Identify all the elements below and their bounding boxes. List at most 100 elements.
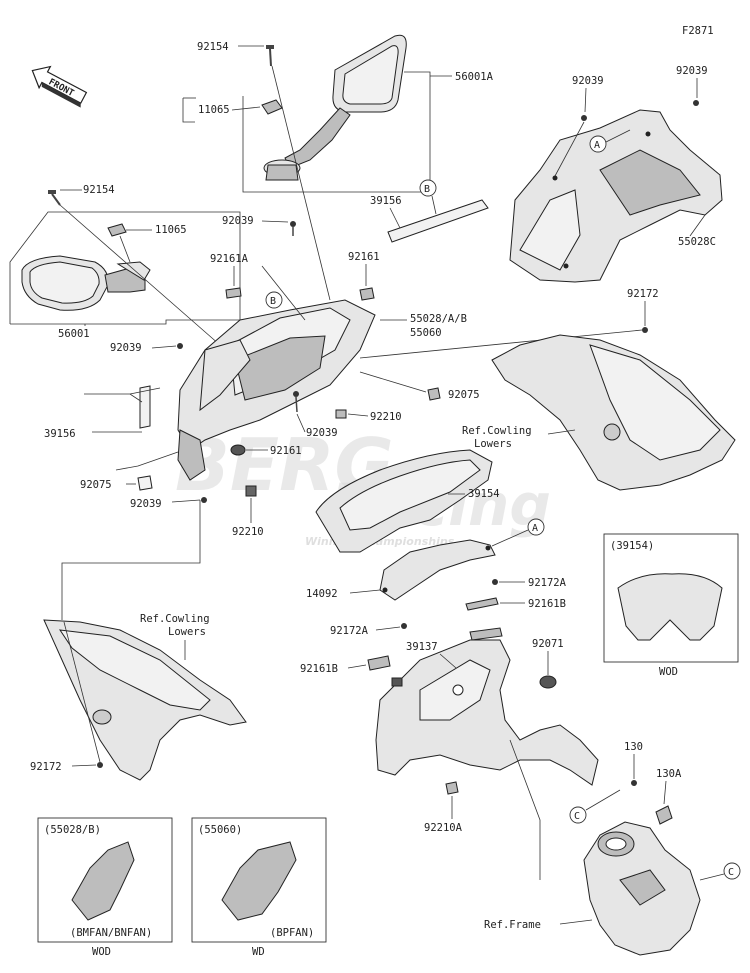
- label-39137: 39137: [406, 641, 438, 653]
- bolt-92039-tr2: [693, 100, 699, 106]
- bolt-92039-tr1: [581, 115, 587, 121]
- label-92172-right: 92172: [627, 288, 659, 300]
- nut-92210A: [445, 781, 459, 795]
- damper-92161-center: [230, 444, 246, 456]
- label-92039-mid: 92039: [222, 215, 254, 227]
- svg-text:B: B: [270, 296, 276, 307]
- label-11065-left: 11065: [155, 224, 187, 236]
- label-92172A-left: 92172A: [330, 625, 369, 637]
- label-92161B-left: 92161B: [300, 663, 338, 675]
- inset-windshield-shape: [617, 573, 723, 641]
- tape-39156-top: [387, 199, 489, 243]
- label-92161-top: 92161: [348, 251, 380, 263]
- ref-frame: [583, 821, 701, 956]
- bolt-92039-lower: [201, 497, 207, 503]
- label-130A: 130A: [656, 768, 682, 780]
- svg-text:A: A: [532, 523, 538, 534]
- label-56001: 56001: [58, 328, 90, 340]
- label-92039-center: 92039: [306, 427, 338, 439]
- label-92039-lower: 92039: [130, 498, 162, 510]
- inset-55060-shape: [221, 841, 297, 921]
- callout-A-top: [589, 135, 607, 153]
- nut-92075-left: [137, 475, 153, 491]
- grommet-11065-left: [107, 223, 127, 237]
- windshield-39154: [315, 449, 493, 553]
- front-arrow-icon: FRONT: [31, 65, 88, 108]
- label-92161A: 92161A: [210, 253, 249, 265]
- label-92210-mid: 92210: [370, 411, 402, 423]
- inset-55028B-title: (55028/B): [44, 824, 101, 836]
- bolt-130A: [655, 805, 673, 825]
- damper-92161-top: [359, 287, 375, 301]
- label-92154-top: 92154: [197, 41, 229, 53]
- label-39156-top: 39156: [370, 195, 402, 207]
- svg-text:B: B: [424, 184, 430, 195]
- label-92161B-right: 92161B: [528, 598, 566, 610]
- nut-92075-right: [427, 387, 441, 401]
- damper-92161B-left: [367, 655, 391, 671]
- tape-39156-left: [139, 385, 151, 429]
- bolt-92172-bottom: [97, 762, 103, 768]
- label-92172-bottom: 92172: [30, 761, 62, 773]
- bracket-14092: [379, 539, 496, 601]
- diagram-code: F2871: [682, 25, 714, 37]
- callout-C-mid: [569, 806, 587, 824]
- inset-55060-variant: (BPFAN): [270, 927, 314, 939]
- inset-39154-title: (39154): [610, 540, 654, 552]
- inset-55028B-shape: [71, 841, 135, 921]
- label-55028AB: 55028/A/B: [410, 313, 467, 325]
- bracket-55028C: [509, 109, 723, 283]
- label-39154: 39154: [468, 488, 500, 500]
- label-92172A-right: 92172A: [528, 577, 567, 589]
- inset-39154-note: WOD: [659, 666, 678, 678]
- label-130: 130: [624, 741, 643, 753]
- bolt-92172A-right: [492, 579, 498, 585]
- inset-55060-note: WD: [252, 946, 265, 958]
- bolt-130: [631, 780, 637, 786]
- bolt-92039-mid: [290, 221, 296, 227]
- label-92154-left: 92154: [83, 184, 115, 196]
- upper-cowl-assembly: [177, 290, 376, 481]
- damper-92161A: [225, 287, 242, 299]
- svg-text:C: C: [574, 811, 580, 822]
- ref-lowers-label-2: Lowers: [168, 626, 206, 638]
- damper-92161B-right: [465, 597, 499, 611]
- label-55060: 55060: [410, 327, 442, 339]
- bolt-92154-left: [48, 190, 61, 206]
- callout-B-top: [419, 179, 437, 197]
- ref-cowling-label-1: Ref.Cowling: [462, 425, 532, 437]
- label-92075-right: 92075: [448, 389, 480, 401]
- stay-39137: [375, 627, 599, 786]
- ref-cowling-label-2: Ref.Cowling: [140, 613, 210, 625]
- label-39156-left: 39156: [44, 428, 76, 440]
- bolt-92039-left: [177, 343, 183, 349]
- label-92210A: 92210A: [424, 822, 463, 834]
- inset-55028B-note: WOD: [92, 946, 111, 958]
- label-92039-left: 92039: [110, 342, 142, 354]
- label-56001A: 56001A: [455, 71, 494, 83]
- label-92071: 92071: [532, 638, 564, 650]
- nut-92210-mid: [335, 409, 347, 419]
- mirror-right: [263, 34, 407, 181]
- label-92210-lower: 92210: [232, 526, 264, 538]
- label-14092: 14092: [306, 588, 338, 600]
- ref-cowling-lowers-left: [43, 619, 247, 781]
- inset-55028B-variant: (BMFAN/BNFAN): [70, 927, 152, 939]
- svg-text:C: C: [728, 867, 734, 878]
- bolt-92154-top: [266, 45, 274, 67]
- label-92075-left: 92075: [80, 479, 112, 491]
- ref-lowers-label-1: Lowers: [474, 438, 512, 450]
- grommet-92071: [539, 675, 557, 689]
- ref-cowling-lowers-right: [491, 334, 736, 491]
- label-11065-top: 11065: [198, 104, 230, 116]
- mirror-left: [21, 255, 151, 311]
- svg-text:A: A: [594, 140, 600, 151]
- callout-A-mid: [527, 518, 545, 536]
- bolt-92039-center: [293, 391, 299, 397]
- inset-55060-title: (55060): [198, 824, 242, 836]
- nut-92210-lower: [245, 485, 257, 497]
- ref-frame-label: Ref.Frame: [484, 919, 541, 931]
- grommet-11065-top: [261, 99, 283, 115]
